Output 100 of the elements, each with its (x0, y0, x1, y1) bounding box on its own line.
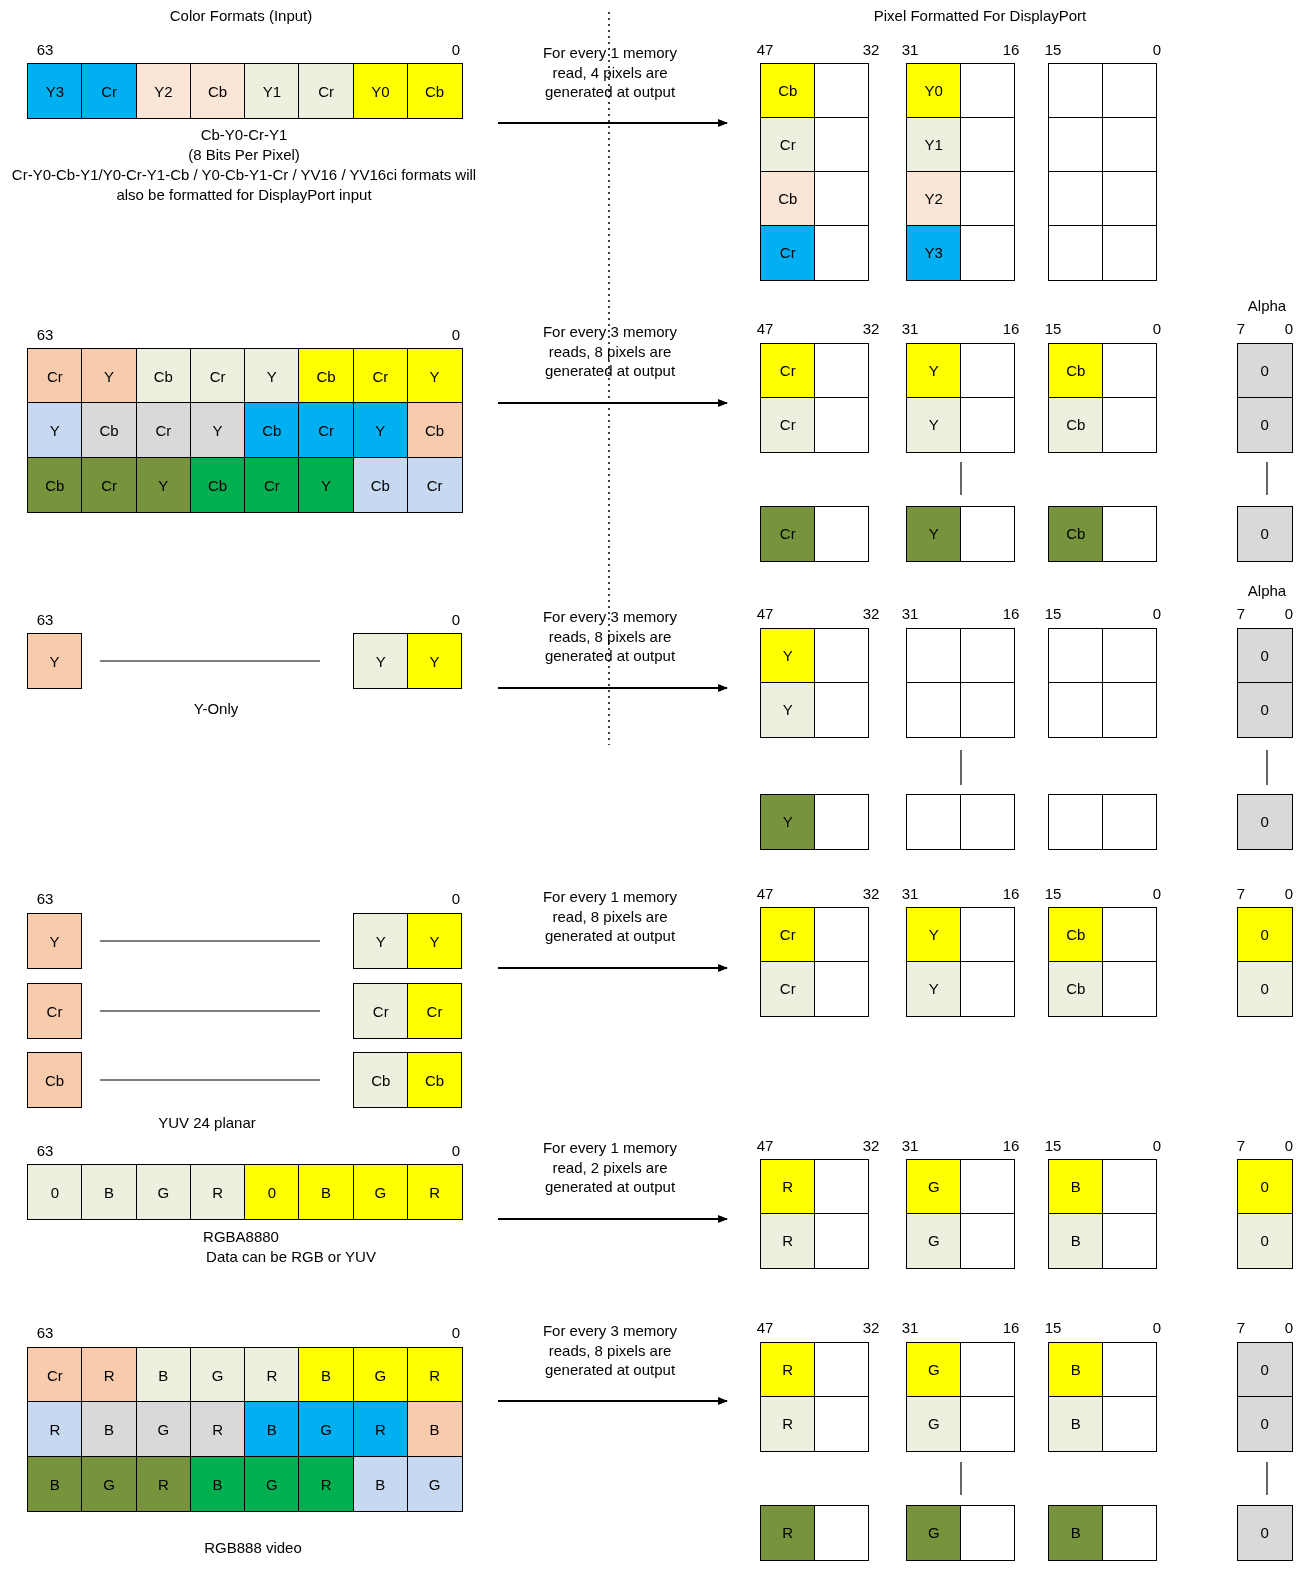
bit-field: Y (906, 907, 962, 963)
bit-field: B (298, 1164, 354, 1220)
text-label: 7 (1236, 319, 1246, 339)
text-label: 63 (36, 40, 54, 60)
text-label: 16 (1002, 1136, 1020, 1156)
text-label: 0 (451, 1323, 461, 1343)
text-label: For every 1 memory read, 8 pixels are generated at output (541, 887, 679, 946)
bit-field: R (406, 1164, 463, 1220)
text-label: 15 (1044, 319, 1062, 339)
text-label: 0 (1152, 1136, 1162, 1156)
bit-field: R (27, 1401, 83, 1457)
text-label: (8 Bits Per Pixel) (188, 145, 300, 165)
text-label: 31 (901, 1136, 919, 1156)
bit-field: Cr (298, 402, 354, 458)
text-label: 0 (1284, 884, 1294, 904)
bit-field: Cb (352, 457, 409, 513)
bit-field: Y1 (906, 117, 962, 173)
bit-field: Y1 (244, 63, 300, 119)
text-label: 63 (36, 610, 54, 630)
bit-field: Cr (760, 225, 816, 281)
bit-field: Y3 (27, 63, 83, 119)
text-label: For every 3 memory reads, 8 pixels are generated at output (541, 322, 679, 381)
text-label: 0 (1152, 40, 1162, 60)
text-label: RGBA8880 (203, 1227, 279, 1247)
bit-field: Y (27, 633, 82, 689)
bit-field: Y (906, 343, 962, 399)
bit-field: Cr (760, 343, 816, 399)
text-label: For every 3 memory reads, 8 pixels are generated at output (541, 607, 679, 666)
text-label: Cr-Y0-Cb-Y1/Y0-Cr-Y1-Cb / Y0-Cb-Y1-Cr / YV16 / YV16ci formats will also be formatted for DisplayPort input (10, 165, 478, 204)
bit-field: 0 (27, 1164, 83, 1220)
bit-field: R (760, 1213, 816, 1269)
bit-field: 0 (1237, 1342, 1293, 1398)
bit-field: B (135, 1347, 192, 1403)
bit-field: R (760, 1396, 816, 1452)
text-label: 47 (756, 604, 774, 624)
text-label: 0 (451, 889, 461, 909)
bit-field: Cb (27, 1052, 82, 1108)
bit-field: Cb (1048, 961, 1104, 1017)
text-label: 47 (756, 1136, 774, 1156)
bit-field: G (906, 1342, 962, 1398)
bit-field: Cb (406, 402, 463, 458)
text-label: 16 (1002, 319, 1020, 339)
bit-field: Y (760, 682, 816, 738)
text-label: RGB888 video (204, 1538, 302, 1558)
bit-field: R (135, 1456, 192, 1512)
text-label: 0 (451, 325, 461, 345)
bit-field: 0 (1237, 506, 1293, 562)
text-label: 0 (451, 1141, 461, 1161)
text-label: Y-Only (193, 699, 239, 719)
bit-field: G (906, 1396, 962, 1452)
text-label: 31 (901, 319, 919, 339)
bit-field: Cr (189, 348, 246, 404)
bit-field: 0 (1237, 961, 1293, 1017)
text-label: 15 (1044, 1136, 1062, 1156)
bit-field: G (352, 1347, 409, 1403)
bit-field: Cr (407, 983, 462, 1039)
text-label: 16 (1002, 884, 1020, 904)
bit-field: Cr (81, 63, 137, 119)
text-label: 32 (862, 40, 880, 60)
text-label: Pixel Formatted For DisplayPort (873, 6, 1087, 26)
text-label: 47 (756, 40, 774, 60)
text-label: 15 (1044, 604, 1062, 624)
text-label: 15 (1044, 40, 1062, 60)
bit-field: R (760, 1342, 816, 1398)
text-label: 0 (451, 40, 461, 60)
bit-field: Y (27, 913, 82, 969)
bit-field: G (189, 1347, 246, 1403)
bit-field: G (244, 1456, 300, 1512)
bit-field: G (298, 1401, 354, 1457)
text-label: 32 (862, 604, 880, 624)
bit-field: Y (407, 913, 462, 969)
bit-field: Cb (1048, 907, 1104, 963)
bit-field: 0 (1237, 1396, 1293, 1452)
bit-field: Y (906, 397, 962, 453)
bit-field: 0 (244, 1164, 300, 1220)
text-label: For every 1 memory read, 2 pixels are generated at output (541, 1138, 679, 1197)
bit-field: Cr (27, 983, 82, 1039)
bit-field: Y (135, 457, 192, 513)
bit-field: Cb (189, 457, 246, 513)
bit-field: Cr (27, 348, 83, 404)
text-label: 31 (901, 40, 919, 60)
text-label: 32 (862, 319, 880, 339)
bit-field: G (906, 1213, 962, 1269)
text-label: For every 1 memory read, 4 pixels are generated at output (541, 43, 679, 102)
text-label: 7 (1236, 1136, 1246, 1156)
bit-field: Y (906, 961, 962, 1017)
text-label: For every 3 memory reads, 8 pixels are generated at output (541, 1321, 679, 1380)
bit-field: 0 (1237, 1213, 1293, 1269)
bit-field: Y2 (135, 63, 192, 119)
text-label: 0 (451, 610, 461, 630)
bit-field: G (406, 1456, 463, 1512)
bit-field: Y (352, 402, 409, 458)
bit-field: Y (760, 628, 816, 684)
text-label: 15 (1044, 884, 1062, 904)
bit-field: 0 (1237, 907, 1293, 963)
text-label: 0 (1284, 319, 1294, 339)
bit-field: R (244, 1347, 300, 1403)
bit-field: Cb (27, 457, 83, 513)
bit-field: Cb (189, 63, 246, 119)
bit-field: Y (906, 506, 962, 562)
